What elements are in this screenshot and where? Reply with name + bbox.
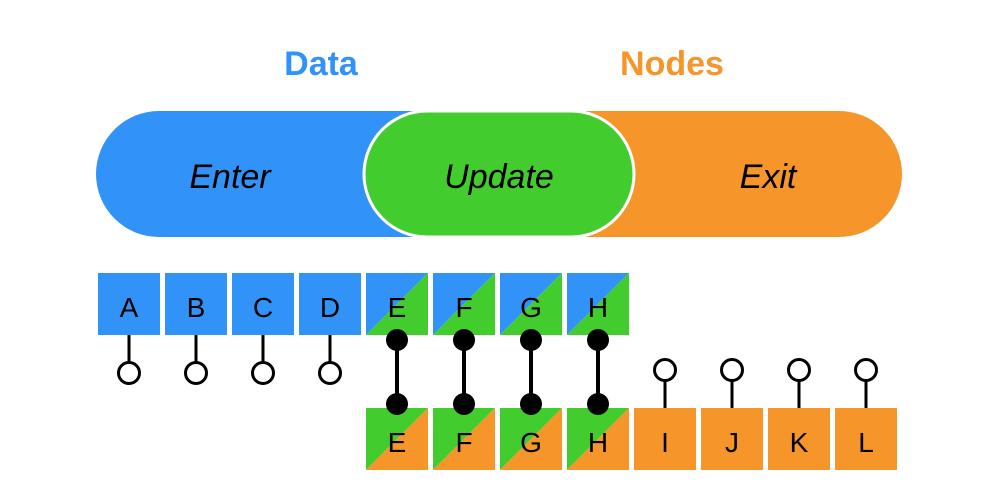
unjoined-node-circle [787,358,811,382]
node-box-e: E [366,408,428,470]
nodes-heading: Nodes [620,45,724,83]
join-dot-bottom [386,393,408,415]
data-box-c: C [232,273,294,335]
node-box-label: E [388,427,407,458]
node-box-fill [634,408,696,470]
data-box-fill [165,273,227,335]
data-box-fill [299,273,361,335]
update-pill [362,109,636,239]
node-box-h: H [567,408,629,470]
data-box-update-half [366,273,428,335]
data-box-g: G [500,273,562,335]
node-box-fill [701,408,763,470]
unjoined-node-circle [854,358,878,382]
unjoined-data-circle [251,361,275,385]
node-box-j: J [701,408,763,470]
join-dot-bottom [587,393,609,415]
data-box-label: C [253,292,273,323]
node-box-label: I [661,427,669,458]
data-box-label: B [187,292,206,323]
node-box-f: F [433,408,495,470]
join-dot-top [520,329,542,351]
node-box-label: K [790,427,809,458]
join-dot-bottom [520,393,542,415]
data-box-label: H [588,292,608,323]
data-box-label: A [120,292,139,323]
connector-dots [117,329,878,415]
data-box-e: E [366,273,428,335]
join-dot-top [386,329,408,351]
join-dot-top [453,329,475,351]
data-box-label: E [388,292,407,323]
node-box-label: G [520,427,542,458]
node-box-exit-half [500,408,562,470]
node-box-exit-half [366,408,428,470]
connectors [127,335,868,408]
unjoined-data-circle [184,361,208,385]
data-box-fill [98,273,160,335]
node-box-exit-half [433,408,495,470]
node-box-fill [768,408,830,470]
enter-label: Enter [189,158,272,196]
data-box-update-half [567,273,629,335]
data-box-f: F [433,273,495,335]
unjoined-node-circle [720,358,744,382]
node-box-fill [835,408,897,470]
data-box-d: D [299,273,361,335]
data-box-b: B [165,273,227,335]
update-label: Update [444,158,554,196]
data-box-label: G [520,292,542,323]
unjoined-data-circle [117,361,141,385]
unjoined-node-circle [653,358,677,382]
data-box-update-half [433,273,495,335]
node-box-l: L [835,408,897,470]
data-row: A B C D E F G H [98,273,629,335]
data-box-fill [232,273,294,335]
data-box-label: F [455,292,472,323]
node-box-label: F [455,427,472,458]
node-box-label: H [588,427,608,458]
data-box-a: A [98,273,160,335]
node-row: E F G H I J K L [366,408,897,470]
data-heading: Data [284,45,359,83]
node-box-g: G [500,408,562,470]
data-box-h: H [567,273,629,335]
node-box-label: J [725,427,739,458]
join-dot-bottom [453,393,475,415]
node-box-label: L [858,427,874,458]
join-dot-top [587,329,609,351]
node-box-i: I [634,408,696,470]
exit-label: Exit [740,158,798,196]
unjoined-data-circle [318,361,342,385]
data-box-label: D [320,292,340,323]
node-box-exit-half [567,408,629,470]
data-box-update-half [500,273,562,335]
node-box-k: K [768,408,830,470]
